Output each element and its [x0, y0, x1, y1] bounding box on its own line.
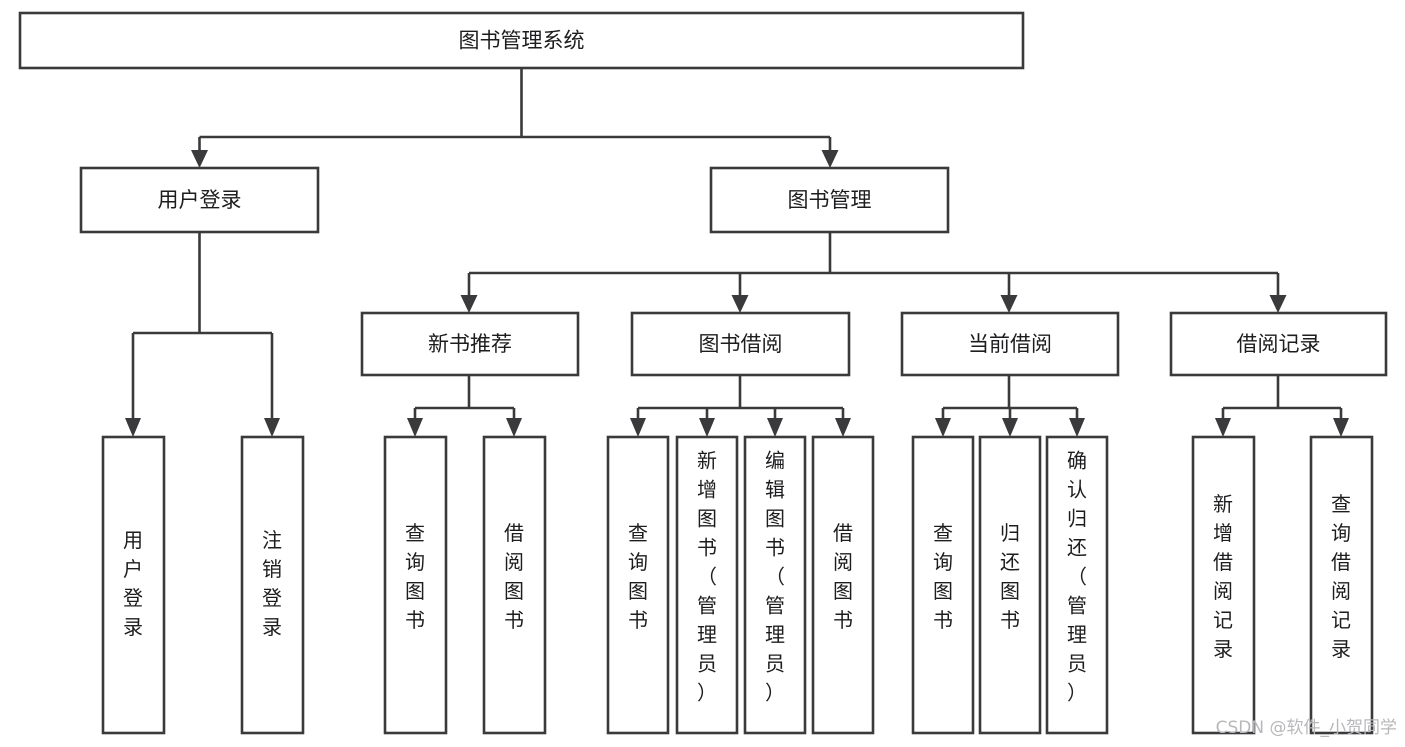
leaf-confirm-return[interactable]: 确认归还（管理员） — [1045, 435, 1109, 735]
leaf-query-book-3[interactable]: 查询图书 — [911, 435, 975, 735]
arrowhead-leaf-borrow-book-2 — [835, 418, 851, 437]
arrowhead-leaf-borrow-book-1 — [506, 418, 522, 437]
arrowhead-leaf-return-book — [1002, 418, 1018, 437]
edge-group-current-borrow-to-leaves — [935, 375, 1085, 437]
leaf-query-book-2[interactable]: 查询图书 — [606, 435, 670, 735]
arrowhead-leaf-query-book-1 — [407, 418, 423, 437]
leaf-confirm-return-box[interactable] — [1045, 435, 1109, 735]
node-root-box[interactable] — [18, 11, 1025, 70]
leaf-add-book-label: 新增图书（管理员） — [697, 449, 717, 705]
arrowhead-user-login — [191, 150, 208, 168]
node-current-borrow[interactable]: 当前借阅 — [900, 311, 1120, 377]
edge-group-user-login-to-leaves — [125, 232, 280, 437]
leaf-user-login[interactable]: 用户登录 — [101, 435, 166, 735]
leaf-query-record[interactable]: 查询借阅记录 — [1309, 435, 1374, 735]
node-book-manage-label: 图书管理 — [788, 188, 872, 212]
node-borrow-record-box[interactable] — [1169, 311, 1388, 377]
leaf-borrow-book-2-label: 借阅图书 — [833, 521, 853, 632]
node-new-book-recommend-box[interactable] — [360, 311, 580, 377]
leaf-query-book-1-label: 查询图书 — [405, 521, 425, 632]
arrowhead-new-book-recommend — [460, 295, 478, 313]
edge-group-new-book-recommend-to-leaves — [407, 375, 522, 437]
node-user-login-box[interactable] — [79, 166, 320, 234]
arrowhead-leaf-query-book-2 — [630, 418, 646, 437]
node-new-book-recommend[interactable]: 新书推荐 — [360, 311, 580, 377]
leaf-borrow-book-1[interactable]: 借阅图书 — [482, 435, 547, 735]
leaf-edit-book[interactable]: 编辑图书（管理员） — [743, 435, 807, 735]
arrowhead-leaf-confirm-return — [1069, 418, 1085, 437]
leaf-query-book-1-box[interactable] — [383, 435, 448, 735]
node-root-label: 图书管理系统 — [459, 29, 585, 53]
leaf-add-record[interactable]: 新增借阅记录 — [1191, 435, 1256, 735]
leaf-borrow-book-2[interactable]: 借阅图书 — [811, 435, 875, 735]
leaf-query-record-label: 查询借阅记录 — [1331, 492, 1351, 661]
arrowhead-leaf-add-record — [1215, 418, 1231, 437]
node-book-manage-box[interactable] — [709, 166, 950, 234]
edge-group-borrow-record-to-leaves — [1215, 375, 1349, 437]
edge-group-book-borrow-to-leaves — [630, 375, 851, 437]
leaf-add-record-box[interactable] — [1191, 435, 1256, 735]
arrowhead-leaf-query-record — [1333, 418, 1349, 437]
leaf-user-login-box[interactable] — [101, 435, 166, 735]
leaf-edit-book-label: 编辑图书（管理员） — [765, 449, 785, 705]
arrowhead-book-manage — [821, 150, 839, 168]
node-borrow-record-label: 借阅记录 — [1237, 332, 1321, 356]
leaf-query-book-3-label: 查询图书 — [933, 521, 953, 632]
leaf-logout[interactable]: 注销登录 — [240, 435, 305, 735]
arrowhead-leaf-add-book — [699, 418, 715, 437]
leaf-query-record-box[interactable] — [1309, 435, 1374, 735]
arrowhead-leaf-query-book-3 — [935, 418, 951, 437]
leaf-add-book-box[interactable] — [675, 435, 739, 735]
leaf-query-book-3-box[interactable] — [911, 435, 975, 735]
leaf-add-book[interactable]: 新增图书（管理员） — [675, 435, 739, 735]
leaf-logout-box[interactable] — [240, 435, 305, 735]
leaf-query-book-2-box[interactable] — [606, 435, 670, 735]
node-root[interactable]: 图书管理系统 — [18, 11, 1025, 70]
leaf-return-book[interactable]: 归还图书 — [978, 435, 1042, 735]
leaf-logout-label: 注销登录 — [262, 528, 282, 639]
node-current-borrow-label: 当前借阅 — [968, 332, 1052, 356]
leaf-return-book-label: 归还图书 — [1000, 521, 1020, 632]
leaf-edit-book-box[interactable] — [743, 435, 807, 735]
node-user-login-label: 用户登录 — [158, 188, 242, 212]
leaf-add-record-label: 新增借阅记录 — [1213, 492, 1233, 661]
arrowhead-book-borrow — [731, 295, 749, 313]
leaf-borrow-book-2-box[interactable] — [811, 435, 875, 735]
node-book-borrow[interactable]: 图书借阅 — [630, 311, 851, 377]
node-book-manage[interactable]: 图书管理 — [709, 166, 950, 234]
arrowhead-borrow-record — [1269, 295, 1287, 313]
leaf-query-book-1[interactable]: 查询图书 — [383, 435, 448, 735]
leaf-confirm-return-label: 确认归还（管理员） — [1067, 449, 1087, 705]
leaf-borrow-book-1-label: 借阅图书 — [504, 521, 524, 632]
edge-group-book-manage-to-level3 — [460, 232, 1287, 313]
node-borrow-record[interactable]: 借阅记录 — [1169, 311, 1388, 377]
node-new-book-recommend-label: 新书推荐 — [428, 332, 512, 356]
watermark-text: CSDN @软件_小贺同学 — [1216, 718, 1397, 738]
node-book-borrow-label: 图书借阅 — [699, 332, 783, 356]
node-current-borrow-box[interactable] — [900, 311, 1120, 377]
arrowhead-leaf-logout — [264, 418, 280, 437]
arrowhead-leaf-user-login — [125, 418, 141, 437]
node-book-borrow-box[interactable] — [630, 311, 851, 377]
leaf-return-book-box[interactable] — [978, 435, 1042, 735]
node-user-login[interactable]: 用户登录 — [79, 166, 320, 234]
leaf-borrow-book-1-box[interactable] — [482, 435, 547, 735]
arrowhead-leaf-edit-book — [767, 418, 783, 437]
edge-group-root-to-level2 — [191, 68, 839, 168]
leaf-user-login-label: 用户登录 — [123, 528, 143, 639]
leaf-query-book-2-label: 查询图书 — [628, 521, 648, 632]
arrowhead-current-borrow — [1000, 295, 1018, 313]
